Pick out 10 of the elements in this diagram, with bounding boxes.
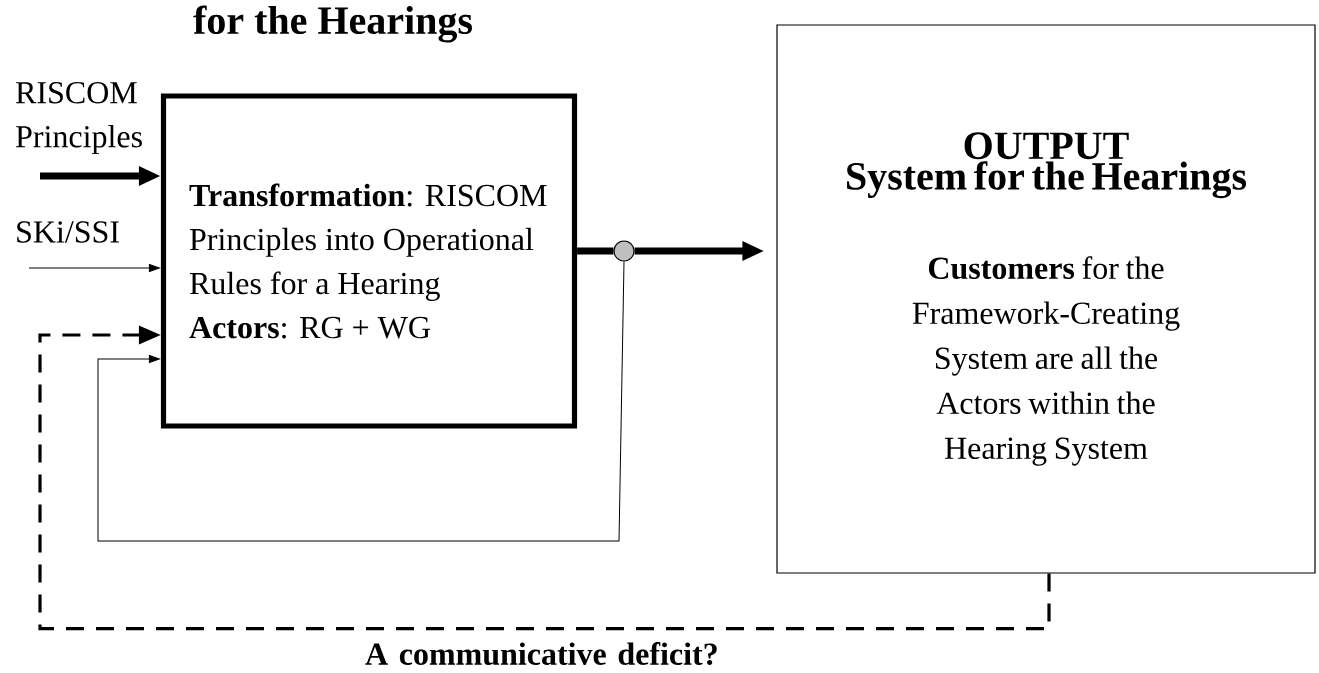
process-box: Transformation: RISCOM Principles into Operational Rules for a Hearing Actors: RG + WG	[160, 93, 578, 429]
arrow	[97, 261, 625, 542]
output-box: OUTPUT System for the Hearings Customers for the Framework-Creating System are all the Actors within the Hearing System	[776, 24, 1316, 574]
junction-circle	[613, 240, 635, 262]
edge-label: SKi/SSI	[17, 221, 119, 243]
arrow	[38, 325, 1051, 631]
arrow	[28, 264, 160, 272]
edge-label: A communicative deficit?	[365, 642, 717, 666]
edge-label: RISCOM Principles	[16, 82, 142, 154]
title: for the Hearings	[193, 5, 472, 43]
